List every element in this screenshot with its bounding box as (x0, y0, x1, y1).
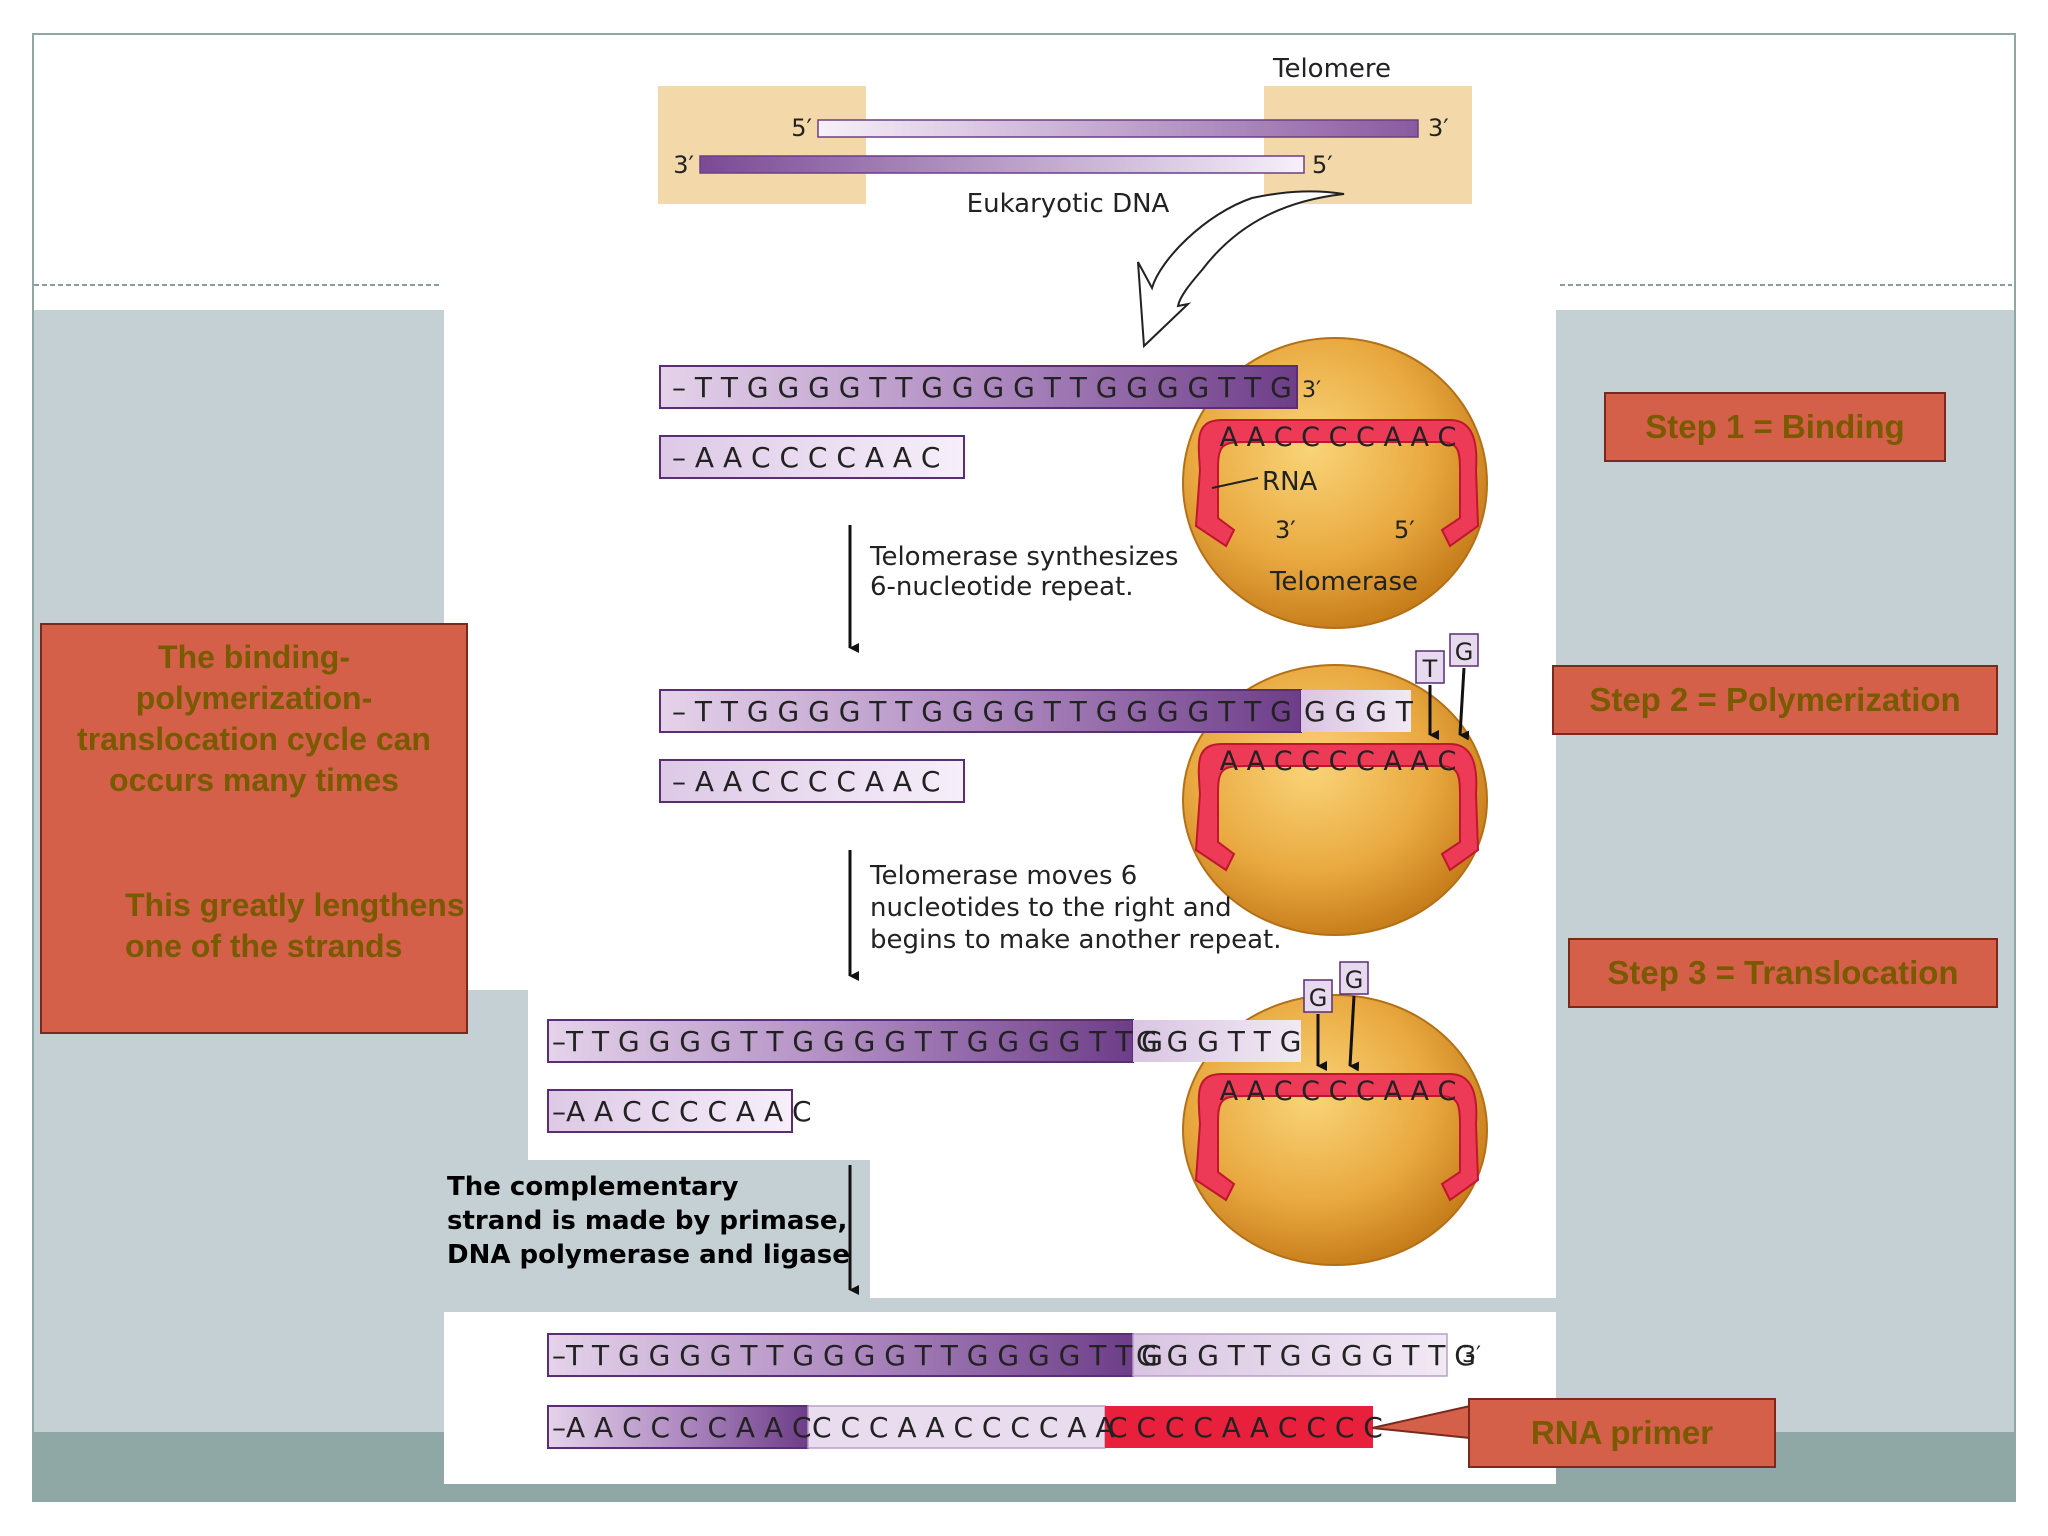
stage1-three-prime: 3′ (1302, 378, 1321, 403)
stage2-bottom-sequence: – A A C C C C A A C (672, 765, 940, 798)
stage3-top-strand-old (547, 1019, 1134, 1063)
telomere-box-right (1264, 86, 1472, 204)
nucleotide-g2: G (1345, 966, 1364, 994)
cycle-text: The binding-polymerization-translocation… (77, 639, 431, 798)
stage1-bottom-strand (659, 435, 965, 479)
final-top-strand-new (1132, 1333, 1448, 1377)
stage2-bottom-strand (659, 759, 965, 803)
stage1-top-sequence: – T T G G G G T T G G G G T T G G G G T … (672, 371, 1292, 404)
rna-template-sequence-3: A A C C C C A A C (1220, 1076, 1457, 1107)
final-bottom-strand-a (547, 1405, 809, 1449)
dna-bottom-strand (699, 155, 1305, 174)
telomere-box-left (658, 86, 866, 204)
final-rna-primer-strand (1105, 1406, 1373, 1448)
step2-callout: Step 2 = Polymerization (1552, 665, 1998, 735)
curved-arrow-icon (1137, 190, 1345, 349)
stage2-top-sequence-old: – T T G G G G T T G G G G T T G G G G T … (672, 695, 1292, 728)
nucleotide-t: T (1422, 655, 1438, 683)
rna-template-sequence-1: A A C C C C A A C (1220, 422, 1457, 453)
stage1-bottom-sequence: – A A C C C C A A C (672, 441, 940, 474)
synthesize-line-2: 6-nucleotide repeat. (870, 572, 1134, 602)
prime-label-top-right: 3′ (1428, 114, 1449, 142)
complementary-line-1: The complementary (447, 1172, 739, 1202)
nucleotide-t-box (1415, 650, 1445, 684)
nucleotide-g: G (1455, 638, 1474, 666)
final-primer-sequence: C C C C A A C C C C (1108, 1411, 1383, 1444)
nucleotide-arrow-2 (1458, 667, 1470, 741)
stage3-top-sequence-new: G G G T T G (1136, 1025, 1302, 1058)
stage3-bottom-sequence: –A A C C C C A A C (552, 1095, 812, 1128)
rna-template-3 (1194, 1073, 1480, 1202)
complementary-note: The complementary strand is made by prim… (447, 1170, 850, 1272)
prime-label-bottom-left: 3′ (673, 151, 694, 179)
move-line-1: Telomerase moves 6 (869, 861, 1137, 891)
final-top-sequence-old: –T T G G G G T T G G G G T T G G G G T T… (552, 1339, 1163, 1372)
lengthens-text: This greatly lengthens one of the strand… (125, 885, 465, 967)
nucleotide-g-box (1449, 633, 1479, 667)
cycle-callout: The binding-polymerization-translocation… (40, 623, 468, 1034)
rna-label: RNA (1262, 467, 1318, 497)
final-top-strand-old (547, 1333, 1134, 1377)
telomere-label: Telomere (1272, 54, 1391, 84)
rna-template-2 (1194, 743, 1480, 872)
prime-label-bottom-right: 5′ (1312, 151, 1333, 179)
lengthens-line-2: one of the strands (125, 928, 403, 964)
complementary-line-3: DNA polymerase and ligase (447, 1240, 850, 1270)
step3-callout: Step 3 = Translocation (1568, 938, 1998, 1008)
final-top-sequence-new: G G G T T G G G G T T G (1136, 1339, 1476, 1372)
nucleotide-g1-box (1303, 979, 1333, 1013)
move-line-3: begins to make another repeat. (870, 925, 1281, 955)
rna-template-sequence-2: A A C C C C A A C (1220, 746, 1457, 777)
stage2-top-strand-new (1301, 690, 1411, 732)
final-bottom-strand-b (807, 1405, 1106, 1449)
rna-five-prime: 5′ (1394, 516, 1415, 544)
rna-three-prime: 3′ (1275, 516, 1296, 544)
final-bottom-sequence-b: C C C A A C C C C A A (812, 1411, 1114, 1444)
stage3-top-sequence-old: –T T G G G G T T G G G G T T G G G G T T… (552, 1025, 1163, 1058)
nucleotide-g1: G (1309, 984, 1328, 1012)
stage1-top-strand (659, 365, 1298, 409)
prime-label-top-left: 5′ (791, 114, 812, 142)
lengthens-line-1: This greatly lengthens (125, 887, 465, 923)
dna-top-strand (817, 119, 1419, 138)
nucleotide-g2-box (1339, 961, 1369, 995)
stage3-top-strand-new (1133, 1020, 1301, 1062)
stage2-top-sequence-new: G G G T (1304, 695, 1414, 728)
nucleotide-arrow-4 (1348, 995, 1360, 1072)
final-bottom-sequence-a: –A A C C C C A A C (552, 1411, 812, 1444)
eukaryotic-dna-label: Eukaryotic DNA (967, 189, 1170, 219)
rna-primer-callout: RNA primer (1468, 1398, 1776, 1468)
telomerase-label: Telomerase (1269, 567, 1418, 597)
telomerase-enzyme-3 (1182, 994, 1488, 1266)
complementary-line-2: strand is made by primase, (447, 1206, 848, 1236)
move-line-2: nucleotides to the right and (870, 893, 1232, 923)
stage3-bottom-strand (547, 1089, 793, 1133)
final-three-prime: 3′ (1462, 1343, 1481, 1368)
synthesize-line-1: Telomerase synthesizes (869, 542, 1178, 572)
step1-callout: Step 1 = Binding (1604, 392, 1946, 462)
rna-template-1 (1194, 419, 1480, 548)
pointer-shape (1080, 1160, 1160, 1285)
telomerase-enzyme-1 (1182, 337, 1488, 629)
rna-pointer-line (1211, 477, 1259, 489)
